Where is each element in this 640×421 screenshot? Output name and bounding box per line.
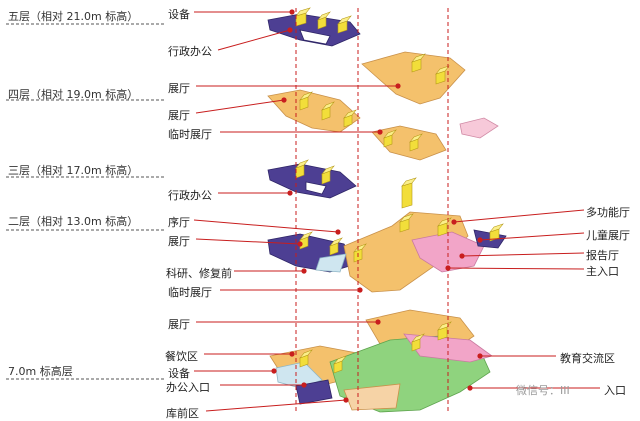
point-left-7 bbox=[297, 241, 303, 247]
core-5f-a-top bbox=[295, 7, 311, 17]
label-exhibition-hall-2f: 展厅 bbox=[168, 235, 190, 248]
core-4f-c-top bbox=[299, 91, 313, 101]
level-label-3f: 三层（相对 17.0m 标高） bbox=[8, 164, 139, 177]
point-left-4 bbox=[377, 129, 383, 135]
core-4f-g-top bbox=[409, 133, 423, 143]
label-lecture-hall: 报告厅 bbox=[586, 249, 619, 262]
core-4f-e-top bbox=[343, 109, 357, 119]
leader-right-1 bbox=[479, 232, 585, 241]
core-3f-tower-face bbox=[401, 182, 413, 209]
watermark-text: 微信号：III bbox=[516, 384, 570, 397]
leader-right-0 bbox=[453, 209, 585, 223]
level-label-4f: 四层（相对 19.0m 标高） bbox=[8, 88, 139, 101]
core-2f-c-top bbox=[353, 243, 367, 253]
point-left-1 bbox=[287, 27, 293, 33]
label-dining-area: 餐饮区 bbox=[165, 350, 198, 363]
slab-2f-service bbox=[315, 253, 347, 273]
core-ground-b-top bbox=[333, 355, 347, 365]
label-office-entrance: 办公入口 bbox=[166, 381, 210, 394]
core-3f-a-top bbox=[295, 159, 309, 169]
leader-right-3 bbox=[447, 267, 585, 270]
label-admin-office-3f: 行政办公 bbox=[168, 189, 212, 202]
point-left-5 bbox=[287, 190, 293, 196]
point-right-0 bbox=[451, 219, 457, 225]
slab-3f-void bbox=[305, 181, 327, 195]
leader-left-6 bbox=[193, 219, 339, 233]
point-right-2 bbox=[459, 253, 465, 259]
leader-left-3 bbox=[195, 99, 285, 114]
core-2f-b-top bbox=[329, 237, 343, 247]
point-left-11 bbox=[289, 351, 295, 357]
label-temporary-exhibition-4f: 临时展厅 bbox=[168, 128, 212, 141]
point-left-2 bbox=[395, 83, 401, 89]
label-multifunction-hall: 多功能厅 bbox=[586, 206, 630, 219]
level-label-7m: 7.0m 标高层 bbox=[8, 365, 73, 378]
label-education-exchange: 教育交流区 bbox=[560, 352, 615, 365]
label-research-restoration: 科研、修复前 bbox=[166, 267, 232, 280]
leader-right-2 bbox=[461, 252, 585, 257]
core-5f-b-top bbox=[317, 11, 331, 21]
label-exhibition-hall-4f: 展厅 bbox=[168, 109, 190, 122]
core-2f-d-top bbox=[399, 213, 414, 223]
point-right-1 bbox=[477, 237, 483, 243]
leader-left-14 bbox=[205, 399, 347, 412]
point-left-8 bbox=[301, 268, 307, 274]
core-2f-a-top bbox=[299, 231, 313, 241]
point-left-6 bbox=[335, 229, 341, 235]
label-exhibition-hall-ground: 展厅 bbox=[168, 318, 190, 331]
slab-4f-temp bbox=[371, 125, 447, 161]
point-right-3 bbox=[445, 265, 451, 271]
label-children-exhibition: 儿童展厅 bbox=[586, 229, 630, 242]
level-label-2f: 二层（相对 13.0m 标高） bbox=[8, 215, 139, 228]
core-4f-d-top bbox=[321, 101, 335, 111]
point-left-10 bbox=[375, 319, 381, 325]
point-left-14 bbox=[343, 397, 349, 403]
point-right-4 bbox=[477, 353, 483, 359]
label-storage-front: 库前区 bbox=[166, 407, 199, 420]
core-ground-a-top bbox=[299, 349, 313, 359]
slab-5f-admin bbox=[267, 13, 361, 47]
point-left-12 bbox=[271, 368, 277, 374]
point-right-5 bbox=[467, 385, 473, 391]
label-equipment-ground: 设备 bbox=[168, 367, 190, 380]
core-2f-f-top bbox=[489, 223, 504, 233]
core-4f-b-top bbox=[435, 65, 450, 75]
core-4f-a-top bbox=[411, 53, 426, 63]
core-4f-f-top bbox=[383, 129, 397, 139]
slab-4f-right-upper bbox=[361, 51, 466, 105]
label-temporary-exhibition-2f: 临时展厅 bbox=[168, 286, 212, 299]
label-equipment-5f: 设备 bbox=[168, 8, 190, 21]
slab-2f-public bbox=[411, 231, 485, 273]
slab-5f-void bbox=[299, 29, 331, 45]
leader-left-1 bbox=[217, 29, 291, 51]
label-preface-hall: 序厅 bbox=[168, 216, 190, 229]
slab-3f-admin bbox=[267, 163, 357, 199]
core-5f-c-top bbox=[337, 15, 352, 25]
label-entrance: 入口 bbox=[604, 384, 626, 397]
label-admin-office-5f: 行政办公 bbox=[168, 45, 212, 58]
point-left-9 bbox=[357, 287, 363, 293]
label-main-entrance: 主入口 bbox=[586, 265, 619, 278]
core-ground-c-top bbox=[411, 333, 425, 343]
level-label-5f: 五层（相对 21.0m 标高） bbox=[8, 10, 139, 23]
label-exhibition-hall-4f-upper: 展厅 bbox=[168, 82, 190, 95]
core-3f-b-top bbox=[321, 165, 335, 175]
slab-2f-admin bbox=[267, 233, 357, 273]
slab-4f-small-pink bbox=[459, 117, 499, 139]
core-3f-tower-top bbox=[401, 177, 417, 187]
leader-left-7 bbox=[195, 238, 301, 245]
point-left-13 bbox=[301, 382, 307, 388]
point-left-0 bbox=[289, 9, 295, 15]
point-left-3 bbox=[281, 97, 287, 103]
